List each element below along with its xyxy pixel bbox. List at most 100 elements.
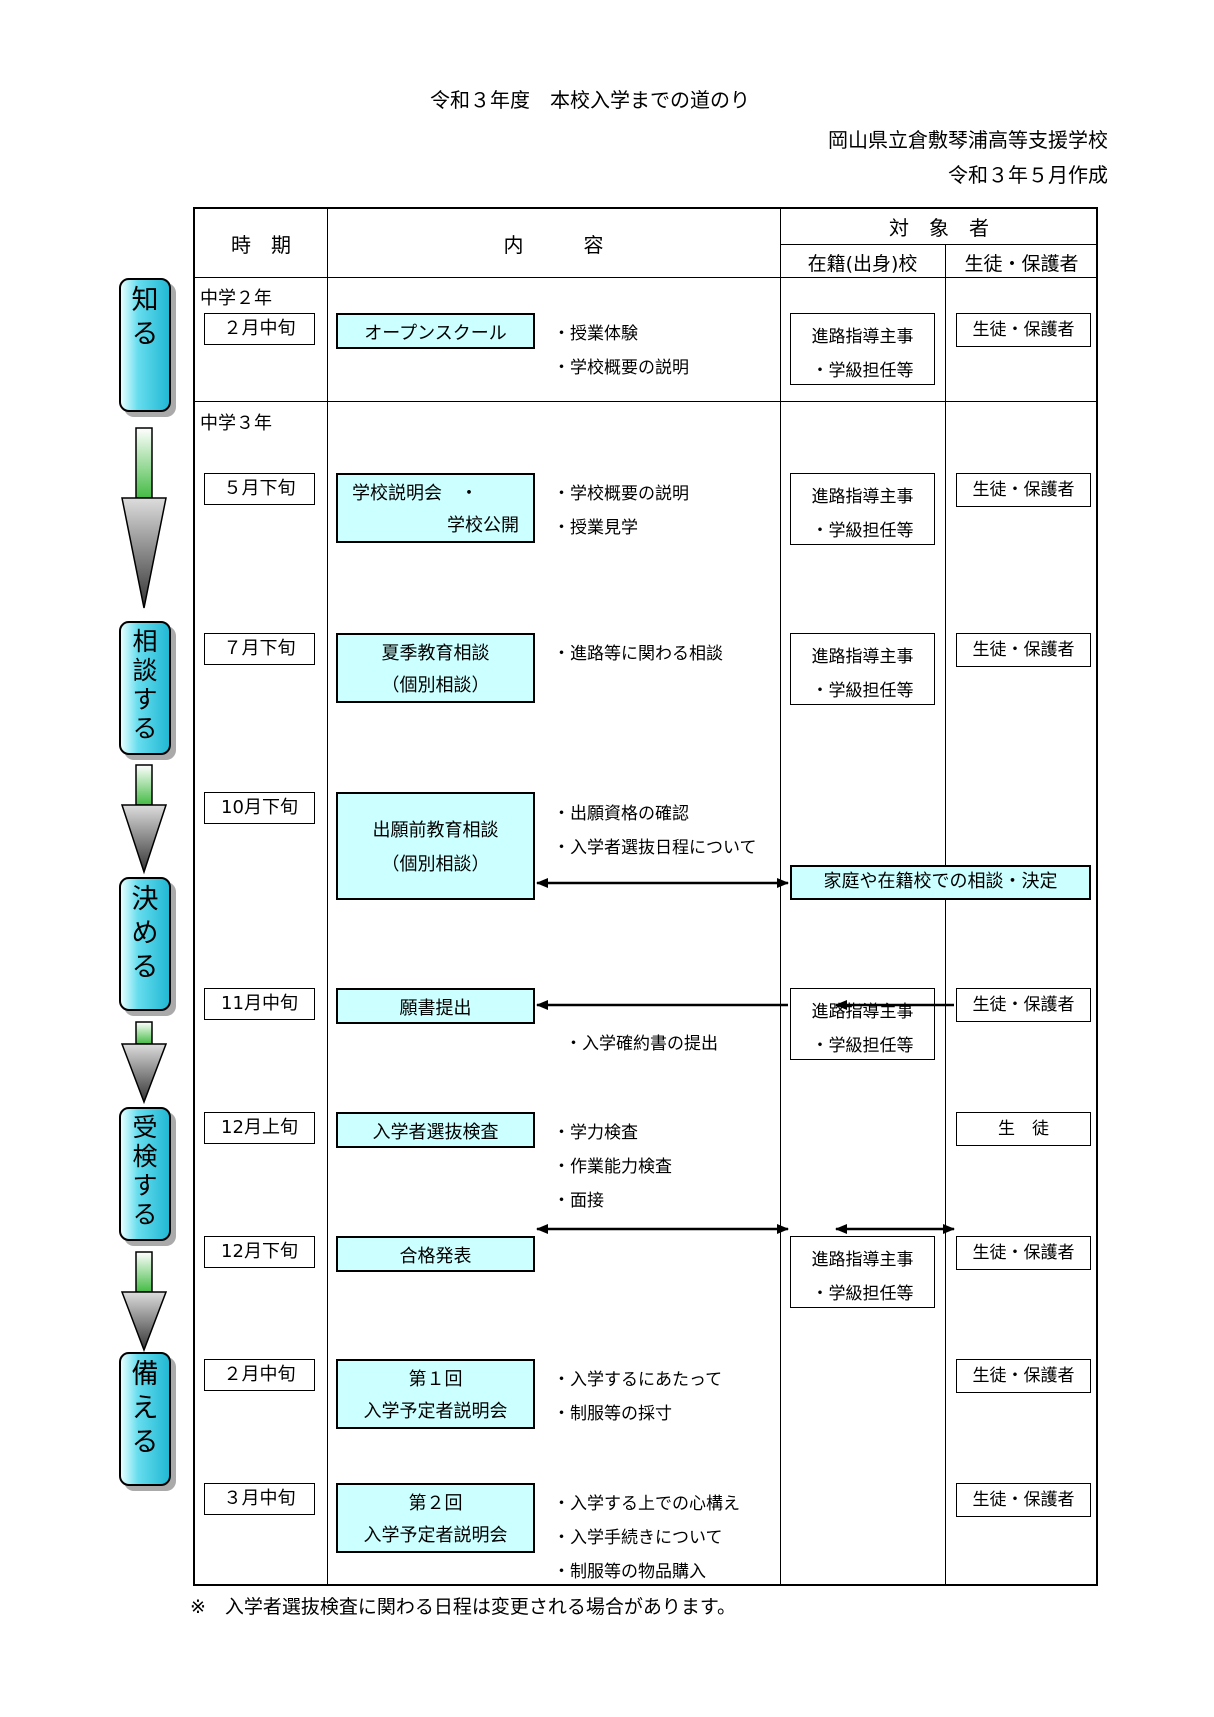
event-title: 学校説明会 ・ (352, 483, 478, 504)
event-detail: ・面接 (553, 1191, 604, 1211)
connector-arrows (536, 878, 955, 1234)
family-box: 生徒・保護者 (956, 313, 1091, 347)
period-label: ３月中旬 (204, 1483, 315, 1515)
school-name: 岡山県立倉敷琴浦高等支援学校 (828, 128, 1108, 152)
arrow-down-icon (120, 1021, 168, 1105)
event-title: （個別相談） (381, 675, 490, 696)
event-application: 願書提出 (336, 988, 535, 1024)
event-briefing: 学校説明会 ・ 学校公開 (336, 473, 535, 543)
event-detail: ・進路等に関わる相談 (553, 644, 723, 664)
family-box: 生徒・保護者 (956, 633, 1091, 667)
school-staff-line: ・学級担任等 (811, 681, 914, 701)
header-target-school: 在籍(出身)校 (807, 253, 918, 275)
stage-char: 検 (132, 1142, 158, 1171)
school-staff-box: 進路指導主事 ・学級担任等 (790, 313, 935, 385)
stage-char: 知 (131, 285, 159, 316)
stage-char: 談 (132, 656, 158, 685)
school-staff-line: ・学級担任等 (811, 1284, 914, 1304)
flow-arrows (120, 427, 168, 1353)
row-divider (780, 244, 1096, 245)
stage-char: 備 (131, 1359, 159, 1390)
created-date: 令和３年５月作成 (948, 163, 1108, 187)
event-entrance-exam: 入学者選抜検査 (336, 1112, 535, 1148)
period-label: 11月中旬 (204, 988, 315, 1020)
stage-char: る (131, 952, 159, 983)
stage-char: る (131, 319, 159, 350)
stage-prepare: 備 え る (119, 1352, 171, 1486)
school-staff-line: ・学級担任等 (811, 1036, 914, 1056)
event-detail: ・学校概要の説明 (553, 484, 689, 504)
school-staff-line: ・学級担任等 (811, 521, 914, 541)
family-school-decision-box: 家庭や在籍校での相談・決定 (790, 865, 1091, 900)
grade-label: 中学２年 (200, 288, 272, 309)
school-staff-box: 進路指導主事 ・学級担任等 (790, 473, 935, 545)
column-divider (780, 209, 781, 1584)
event-detail: ・制服等の物品購入 (553, 1562, 706, 1582)
stage-char: る (132, 1200, 158, 1229)
event-title: 願書提出 (399, 998, 472, 1019)
event-detail: ・学校概要の説明 (553, 358, 689, 378)
event-title: 第１回 (408, 1369, 463, 1390)
event-results: 合格発表 (336, 1236, 535, 1272)
period-label: 12月下旬 (204, 1236, 315, 1268)
stage-consult: 相 談 す る (119, 621, 171, 755)
event-title: 夏季教育相談 (381, 643, 490, 664)
stage-decide: 決 め る (119, 877, 171, 1011)
arrow-down-icon (120, 1251, 168, 1353)
event-title: 合格発表 (399, 1246, 472, 1267)
period-label: ２月中旬 (204, 1359, 315, 1391)
school-staff-line: 進路指導主事 (811, 1250, 914, 1270)
period-label: 10月下旬 (204, 792, 315, 824)
event-title: 第２回 (408, 1493, 463, 1514)
stage-char: め (131, 918, 159, 949)
stage-exam: 受 検 す る (119, 1107, 171, 1241)
event-title: 入学予定者説明会 (363, 1401, 508, 1422)
stage-char: 受 (132, 1113, 158, 1142)
period-label: ７月下旬 (204, 633, 315, 665)
event-orientation-1: 第１回 入学予定者説明会 (336, 1359, 535, 1429)
header-content: 内 容 (503, 233, 604, 257)
event-detail: ・制服等の採寸 (553, 1404, 672, 1424)
stage-char: す (132, 685, 158, 714)
event-title: 学校公開 (447, 515, 519, 536)
event-detail: ・入学者選抜日程について (553, 838, 757, 858)
period-label: ５月下旬 (204, 473, 315, 505)
row-divider (195, 277, 1096, 278)
event-detail: ・作業能力検査 (553, 1157, 672, 1177)
event-preapp-consult: 出願前教育相談 （個別相談） (336, 792, 535, 900)
school-staff-line: 進路指導主事 (811, 327, 914, 347)
arrow-down-icon (120, 764, 168, 875)
event-title: （個別相談） (381, 854, 490, 875)
header-target-family: 生徒・保護者 (964, 253, 1079, 275)
school-staff-line: ・学級担任等 (811, 361, 914, 381)
period-label: 12月上旬 (204, 1112, 315, 1144)
family-box: 生徒・保護者 (956, 1236, 1091, 1270)
event-detail: ・授業体験 (553, 324, 638, 344)
page-title: 令和３年度 本校入学までの道のり (430, 88, 750, 112)
event-detail: ・出願資格の確認 (553, 804, 689, 824)
event-detail: ・入学手続きについて (553, 1528, 723, 1548)
row-divider (195, 401, 1096, 402)
grade-label: 中学３年 (200, 413, 272, 434)
family-box: 生 徒 (956, 1112, 1091, 1146)
column-divider (327, 209, 328, 1584)
event-orientation-2: 第２回 入学予定者説明会 (336, 1483, 535, 1553)
footer-note: ※ 入学者選抜検査に関わる日程は変更される場合があります。 (190, 1596, 737, 1618)
school-staff-line: 進路指導主事 (811, 487, 914, 507)
school-staff-box: 進路指導主事 ・学級担任等 (790, 633, 935, 705)
family-box: 生徒・保護者 (956, 1359, 1091, 1393)
column-divider (945, 244, 946, 1584)
family-box: 生徒・保護者 (956, 1483, 1091, 1517)
stage-char: 決 (131, 884, 159, 915)
event-detail: ・入学確約書の提出 (565, 1034, 718, 1054)
family-box: 生徒・保護者 (956, 988, 1091, 1022)
school-staff-line: 進路指導主事 (811, 647, 914, 667)
event-open-school: オープンスクール (336, 313, 535, 349)
schedule-table: 時 期 内 容 対 象 者 在籍(出身)校 生徒・保護者 中学２年 中学３年 ２… (193, 207, 1098, 1586)
event-title: 入学者選抜検査 (372, 1122, 499, 1143)
stage-char: す (132, 1171, 158, 1200)
stage-know: 知 る (119, 278, 171, 412)
family-box: 生徒・保護者 (956, 473, 1091, 507)
arrow-down-icon (121, 427, 167, 609)
header-target: 対 象 者 (889, 216, 989, 240)
